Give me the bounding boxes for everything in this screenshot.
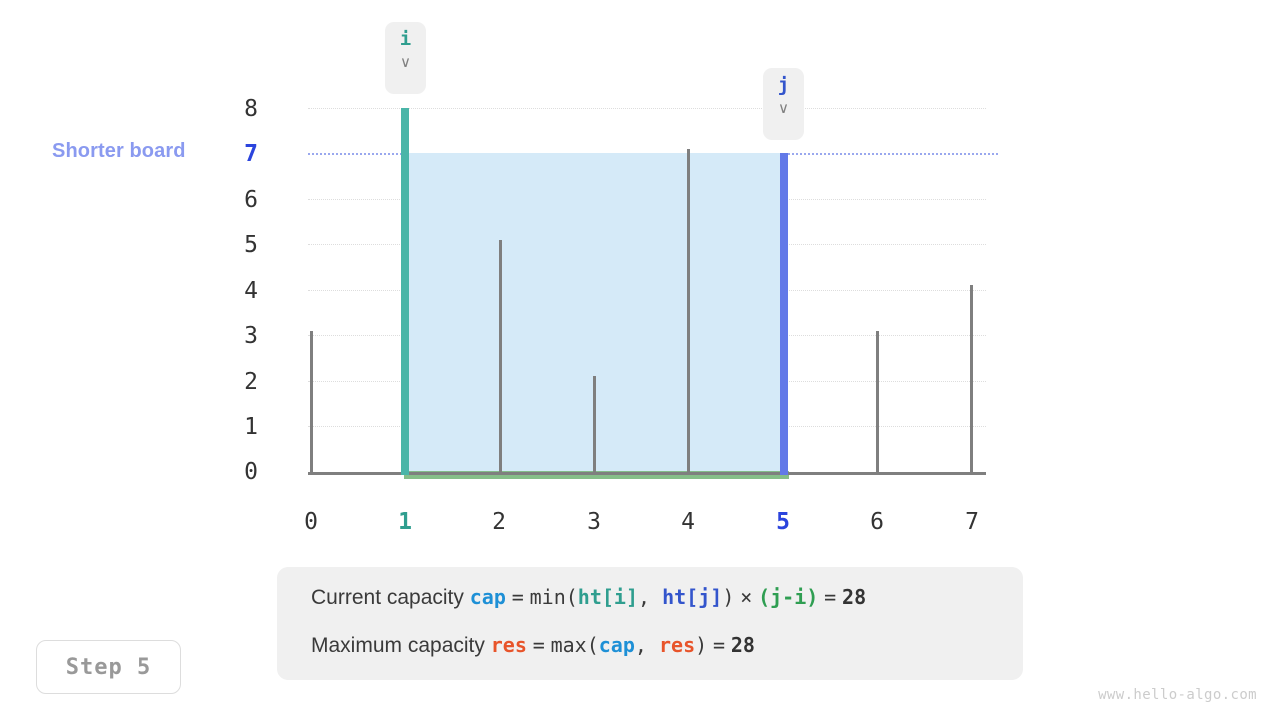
y-tick-3: 3 bbox=[244, 323, 258, 349]
container-bottom-line bbox=[404, 471, 789, 479]
x-tick-0: 0 bbox=[304, 509, 318, 535]
bar-4 bbox=[687, 149, 690, 475]
x-tick-6: 6 bbox=[870, 509, 884, 535]
formula-factor-j-minus-i: (j-i) bbox=[758, 585, 819, 609]
y-tick-2: 2 bbox=[244, 369, 258, 395]
formula-var-res: res bbox=[490, 633, 527, 657]
y-tick-0: 0 bbox=[244, 459, 258, 485]
shorter-board-annotation: Shorter board bbox=[52, 140, 186, 162]
x-tick-4: 4 bbox=[681, 509, 695, 535]
formula-result-cap: 28 bbox=[842, 585, 867, 609]
step-label: Step 5 bbox=[65, 654, 152, 680]
formula-panel: Current capacity cap = min(ht[i], ht[j])… bbox=[277, 567, 1023, 680]
formula-prefix-current: Current capacity bbox=[311, 586, 464, 609]
formula-eq-3: = bbox=[532, 633, 545, 657]
chevron-down-icon: ∨ bbox=[778, 98, 789, 117]
bar-0 bbox=[309, 331, 313, 475]
y-tick-6: 6 bbox=[244, 187, 258, 213]
formula-prefix-maximum: Maximum capacity bbox=[311, 634, 485, 657]
formula-line-maximum-capacity: Maximum capacity res = max(cap, res) = 2… bbox=[311, 635, 1023, 656]
formula-result-res: 28 bbox=[730, 633, 755, 657]
step-badge: Step 5 bbox=[36, 640, 181, 694]
y-tick-8: 8 bbox=[244, 96, 258, 122]
y-tick-5: 5 bbox=[244, 232, 258, 258]
y-tick-1: 1 bbox=[244, 414, 258, 440]
x-tick-5: 5 bbox=[776, 509, 790, 535]
pointer-badge-i: i ∨ bbox=[385, 22, 426, 94]
formula-line-current-capacity: Current capacity cap = min(ht[i], ht[j])… bbox=[311, 587, 1023, 608]
pointer-j-label: j bbox=[777, 74, 790, 96]
formula-comma-1: , bbox=[638, 585, 663, 609]
bar-5-pointer-j bbox=[780, 153, 788, 475]
formula-fn-max: max( bbox=[550, 633, 599, 657]
formula-var-cap: cap bbox=[469, 585, 506, 609]
formula-arg-ht-i: ht[i] bbox=[577, 585, 638, 609]
bar-1-pointer-i bbox=[401, 108, 409, 475]
x-tick-3: 3 bbox=[587, 509, 601, 535]
y-tick-7: 7 bbox=[244, 141, 258, 167]
chart-plot-area bbox=[296, 100, 998, 479]
formula-close-1: ) bbox=[722, 585, 735, 609]
x-tick-1: 1 bbox=[398, 509, 412, 535]
formula-fn-min: min( bbox=[529, 585, 578, 609]
formula-arg-res: res bbox=[658, 633, 696, 657]
bar-6 bbox=[876, 331, 879, 475]
x-tick-2: 2 bbox=[492, 509, 506, 535]
bar-2 bbox=[498, 240, 502, 475]
formula-close-2: ) bbox=[695, 633, 708, 657]
water-shaded-region bbox=[409, 153, 784, 472]
bar-3 bbox=[592, 376, 596, 475]
pointer-badge-j: j ∨ bbox=[763, 68, 804, 140]
watermark: www.hello-algo.com bbox=[1098, 687, 1257, 703]
formula-arg-ht-j: ht[j] bbox=[662, 585, 723, 609]
formula-arg-cap: cap bbox=[598, 633, 635, 657]
gridline-8 bbox=[308, 108, 986, 109]
x-axis-baseline bbox=[308, 472, 986, 475]
x-tick-7: 7 bbox=[965, 509, 979, 535]
pointer-i-label: i bbox=[399, 28, 412, 50]
formula-eq-2: = bbox=[824, 585, 837, 609]
chevron-down-icon: ∨ bbox=[400, 52, 411, 71]
y-tick-4: 4 bbox=[244, 278, 258, 304]
formula-times-icon: × bbox=[740, 585, 753, 609]
formula-eq-4: = bbox=[713, 633, 726, 657]
formula-eq-1: = bbox=[511, 585, 524, 609]
bar-7 bbox=[970, 285, 973, 475]
formula-comma-2: , bbox=[634, 633, 659, 657]
